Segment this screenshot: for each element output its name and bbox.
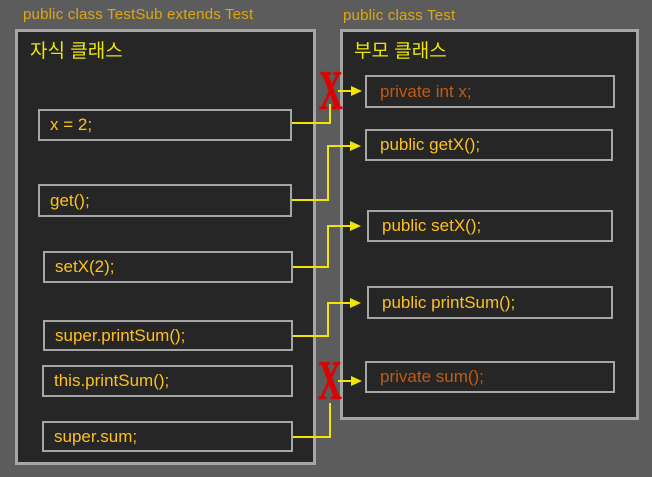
stmt-super-sum-access: super.sum; — [42, 421, 293, 452]
member-private-sum-label: private sum(); — [380, 367, 484, 386]
stmt-x-assignment: x = 2; — [38, 109, 292, 141]
member-private-int-x-label: private int x; — [380, 81, 472, 101]
stmt-setx-call-label: setX(2); — [55, 257, 115, 276]
stmt-get-call-label: get(); — [50, 190, 90, 210]
stmt-x-assignment-label: x = 2; — [50, 115, 93, 134]
blocked-access-x-icon: X — [318, 348, 342, 412]
member-public-setx: public setX(); — [367, 210, 613, 242]
member-public-getx: public getX(); — [365, 129, 613, 161]
member-private-int-x: private int x; — [365, 75, 615, 108]
stmt-super-printsum-call: super.printSum(); — [43, 320, 293, 351]
stmt-super-printsum-label: super.printSum(); — [55, 325, 186, 345]
member-private-sum: private sum(); — [365, 361, 615, 393]
blocked-access-x-icon: X — [319, 58, 343, 122]
parent-class-title: 부모 클래스 — [354, 41, 447, 62]
stmt-this-printsum-call: this.printSum(); — [42, 365, 293, 397]
child-class-box — [15, 29, 316, 465]
member-public-getx-label: public getX(); — [380, 135, 481, 154]
stmt-setx-call: setX(2); — [43, 251, 293, 283]
stmt-get-call: get(); — [38, 184, 292, 217]
stmt-this-printsum-label: this.printSum(); — [54, 371, 170, 390]
member-public-printsum: public printSum(); — [367, 286, 613, 319]
child-class-title: 자식 클래스 — [30, 41, 123, 62]
member-public-printsum-label: public printSum(); — [382, 292, 516, 312]
stmt-super-sum-label: super.sum; — [54, 426, 138, 446]
parent-class-declaration: public class Test — [343, 7, 456, 24]
child-class-declaration: public class TestSub extends Test — [23, 6, 254, 23]
member-public-setx-label: public setX(); — [382, 216, 482, 235]
